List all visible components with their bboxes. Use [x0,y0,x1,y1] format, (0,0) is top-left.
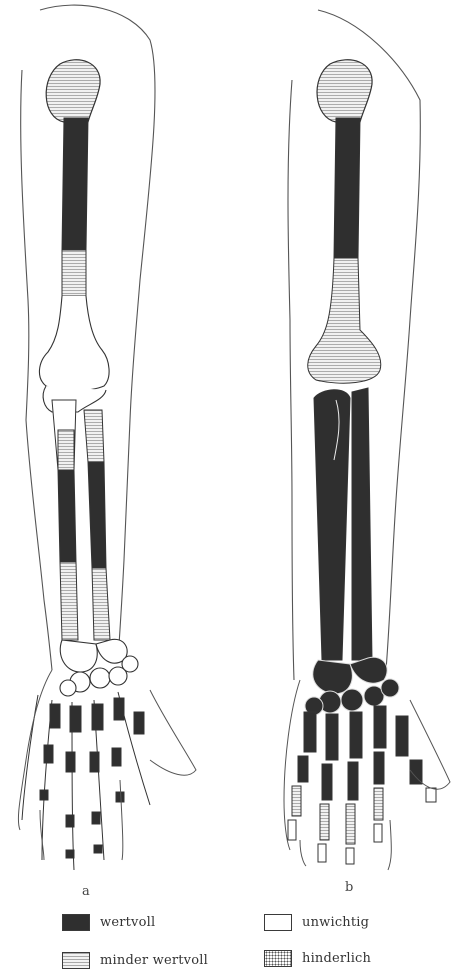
arm-a [18,5,196,870]
panel-label-b: b [345,880,353,895]
legend-item-unwichtig: unwichtig [264,914,369,931]
ulna-b-valuable [314,390,350,660]
radius-a-lower [92,568,110,640]
legend-item-wertvoll: wertvoll [62,914,155,931]
legend-item-hinderlich: hinderlich [264,950,371,967]
ulna-a-hatched [58,430,74,470]
humerus-shaft-b-valuable [334,118,360,258]
radius-a-valuable [88,462,106,568]
humerus-shaft-a-valuable [62,118,88,250]
radius-a-upper [84,410,104,462]
fingers-a [22,692,150,870]
fingers-b [288,706,436,864]
humerus-head-a [46,60,100,122]
radius-b-valuable [352,388,372,660]
legend-item-minder-wertvoll: minder wertvoll [62,952,208,969]
legend-swatch-valuable [62,914,90,931]
legend-swatch-less-valuable [62,952,90,969]
legend-label: minder wertvoll [100,953,208,968]
ulna-a-lower [60,562,78,640]
hand-a-outline [18,670,196,860]
humerus-distal-a [39,296,109,391]
carpals-a [60,639,138,696]
humerus-lower-a [62,250,86,296]
ulna-a-valuable [58,470,76,562]
legend-label: wertvoll [100,915,155,930]
panel-label-a: a [82,884,90,899]
legend-swatch-unimportant [264,914,292,931]
arm-b [284,10,450,870]
legend-swatch-obstructive [264,950,292,967]
humerus-head-b [317,60,372,122]
legend-label: unwichtig [302,915,369,930]
legend-label: hinderlich [302,951,371,966]
humerus-lower-b [308,258,381,383]
